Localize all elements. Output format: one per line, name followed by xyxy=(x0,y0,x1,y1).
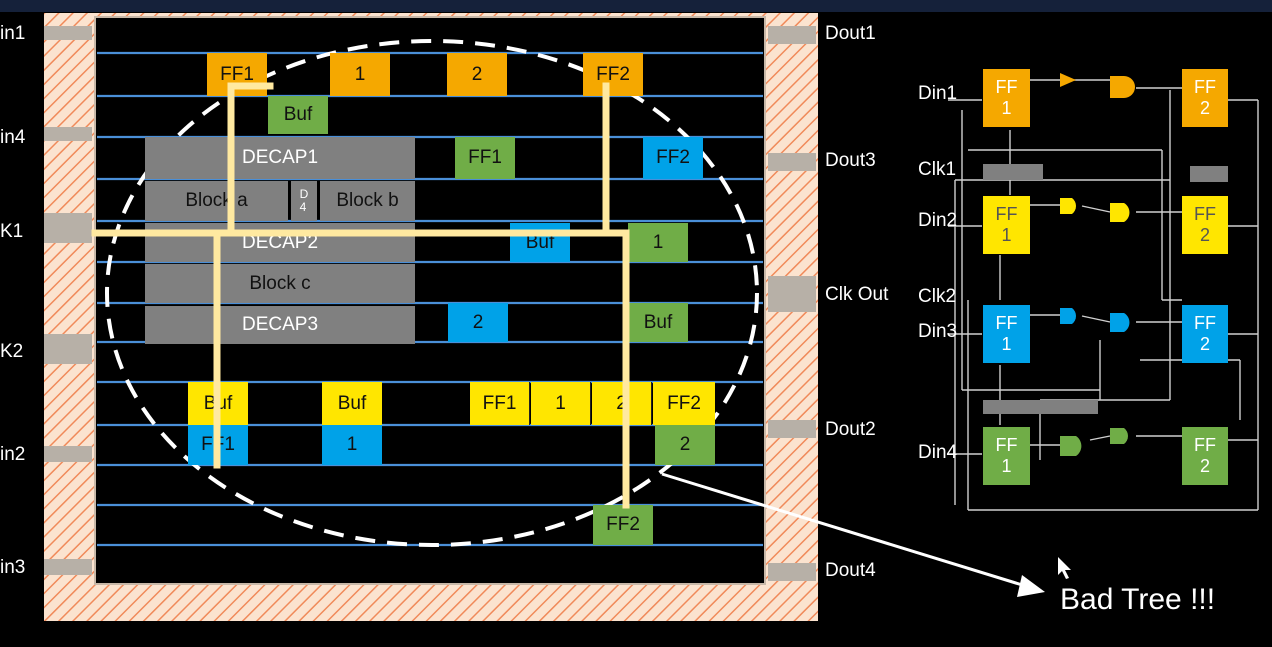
schem-ff-label: FF xyxy=(995,435,1018,456)
buffer-blue xyxy=(1060,308,1076,324)
schem-ff-label: FF xyxy=(1194,313,1216,334)
schem-ff-index: 2 xyxy=(1199,225,1210,245)
cell-1-yellow: 1 xyxy=(531,382,591,425)
pad-dout1 xyxy=(768,26,816,44)
pin-label-in4: in4 xyxy=(0,127,26,148)
cell-buf-green-top: Buf xyxy=(268,96,328,134)
pads-left xyxy=(44,26,92,575)
pads-right xyxy=(768,26,816,581)
pad-in4 xyxy=(44,127,92,141)
pin-label-clkout: Clk Out xyxy=(825,284,889,305)
schem-ff-label: FF xyxy=(1194,204,1216,225)
schem-ff-label: FF xyxy=(995,313,1018,334)
schem-ff-label: FF xyxy=(995,77,1018,98)
schem-label-clk1: Clk1 xyxy=(918,159,957,180)
cell-decap3: DECAP3 xyxy=(145,306,415,344)
cell-1-green: 1 xyxy=(628,223,688,262)
pin-label-dout1: Dout1 xyxy=(825,23,876,44)
schem-ff-index: 1 xyxy=(1001,98,1012,118)
pin-label-in1: in1 xyxy=(0,23,26,44)
cell-buf-yellow-left: Buf xyxy=(188,382,248,425)
pad-clkout xyxy=(768,276,816,312)
pin-label-dout3: Dout3 xyxy=(825,150,876,171)
pad-dout3 xyxy=(768,153,816,171)
pin-label-in3: in3 xyxy=(0,557,26,578)
cell-1-blue: 1 xyxy=(322,425,382,465)
pad-clk1 xyxy=(44,213,92,243)
schem-ff-label: FF xyxy=(995,204,1018,225)
bad-tree-callout: Bad Tree !!! xyxy=(1060,583,1216,616)
and-gate-yellow xyxy=(1110,203,1130,222)
schem-label-din3: Din3 xyxy=(918,321,958,342)
schem-label-din1: Din1 xyxy=(918,83,958,104)
schem-label-din2: Din2 xyxy=(918,210,958,231)
schem-ff-index: 2 xyxy=(1199,98,1210,118)
schematic-gates xyxy=(983,73,1228,456)
clock-buffer-bar-1 xyxy=(983,164,1043,180)
schem-ff-label: FF xyxy=(1194,435,1216,456)
cell-ff2-blue: FF2 xyxy=(643,137,703,179)
cell-2-yellow: 2 xyxy=(592,382,652,425)
window-top-bar xyxy=(0,0,1272,12)
and-gate-blue xyxy=(1110,313,1130,332)
pad-in2 xyxy=(44,446,92,462)
cell-ff2-yellow: FF2 xyxy=(653,382,715,425)
schem-ff-index: 1 xyxy=(1001,334,1012,354)
cell-block-c: Block c xyxy=(145,264,415,303)
and-gate-green-1 xyxy=(1060,436,1082,456)
mouse-cursor-icon xyxy=(1058,557,1071,579)
pin-label-clk2: K2 xyxy=(0,341,24,362)
pin-label-in2: in2 xyxy=(0,444,26,465)
cell-block-a: Block a xyxy=(145,181,288,221)
pad-dout2 xyxy=(768,420,816,438)
buffer-yellow xyxy=(1060,198,1076,214)
cell-ff2-green: FF2 xyxy=(593,505,653,545)
callout-arrow xyxy=(661,472,1045,597)
clock-buffer-bar-2 xyxy=(1190,166,1228,182)
cell-decap2: DECAP2 xyxy=(145,223,415,262)
pad-in1 xyxy=(44,26,92,40)
and-gate-orange xyxy=(1110,76,1135,98)
schem-ff-label: FF xyxy=(1194,77,1216,98)
cell-decap1: DECAP1 xyxy=(145,137,415,179)
cell-buf-yellow-mid: Buf xyxy=(322,382,382,425)
pin-label-dout2: Dout2 xyxy=(825,419,876,440)
cell-ff1-yellow: FF1 xyxy=(470,382,530,425)
pad-dout4 xyxy=(768,563,816,581)
schem-ff-index: 1 xyxy=(1001,225,1012,245)
schem-ff-index: 1 xyxy=(1001,456,1012,476)
cell-1-orange: 1 xyxy=(330,53,390,96)
cell-2-blue: 2 xyxy=(448,303,508,342)
schem-ff-index: 2 xyxy=(1199,456,1210,476)
cell-ff2-orange: FF2 xyxy=(583,53,643,96)
pin-label-clk1: K1 xyxy=(0,221,24,242)
cell-ff1-blue: FF1 xyxy=(188,425,248,465)
cell-block-b: Block b xyxy=(320,181,415,221)
cell-ff1-orange: FF1 xyxy=(207,53,267,96)
schem-ff-index: 2 xyxy=(1199,334,1210,354)
clock-region-ellipse xyxy=(105,39,759,547)
schem-label-clk2: Clk2 xyxy=(918,286,957,307)
cell-buf-blue: Buf xyxy=(510,223,570,262)
buffer-orange xyxy=(1060,73,1076,87)
schem-label-din4: Din4 xyxy=(918,442,958,463)
pin-label-dout4: Dout4 xyxy=(825,560,876,581)
cell-2-green: 2 xyxy=(655,425,715,465)
cell-ff1-green: FF1 xyxy=(455,137,515,179)
cell-d4: D 4 xyxy=(291,181,317,221)
cell-2-orange: 2 xyxy=(447,53,507,96)
pad-in3 xyxy=(44,559,92,575)
and-gate-green-2 xyxy=(1110,428,1128,444)
pad-clk2 xyxy=(44,334,92,364)
cell-buf-green-mid: Buf xyxy=(628,303,688,342)
clock-buffer-bar-3 xyxy=(983,400,1098,414)
